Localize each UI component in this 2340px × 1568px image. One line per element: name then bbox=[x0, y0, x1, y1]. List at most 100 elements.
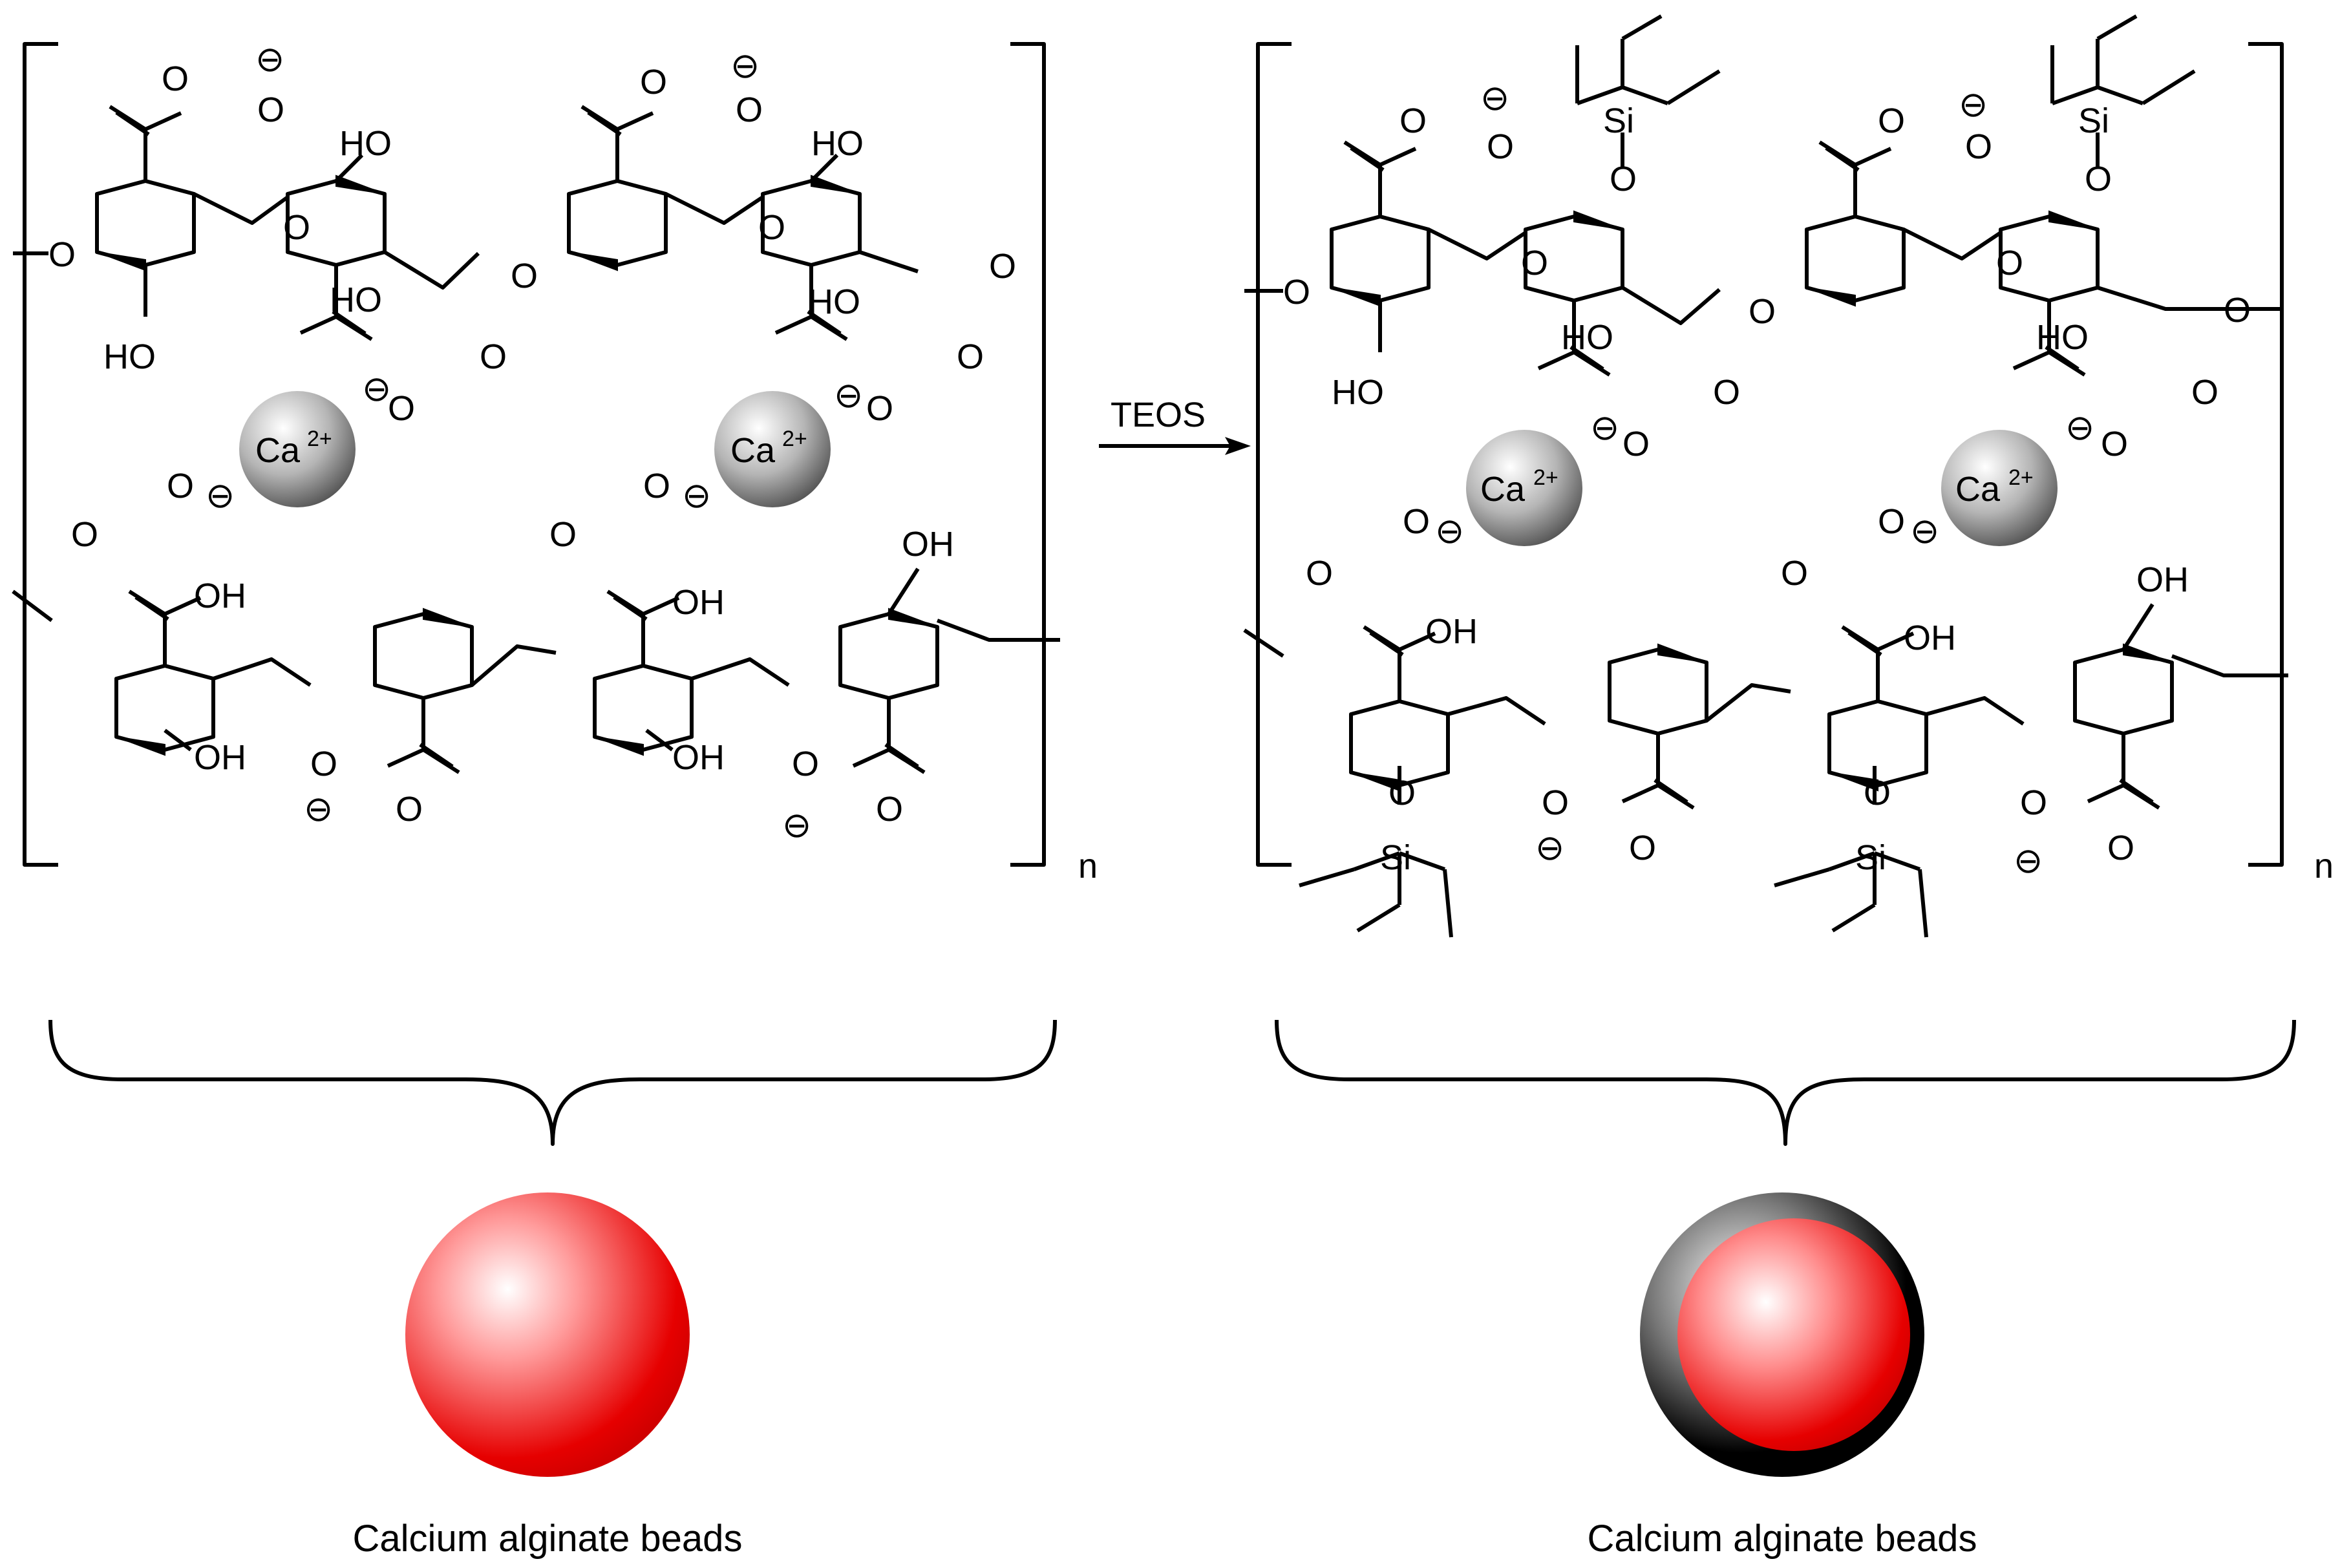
left-oxygen-label: O bbox=[257, 90, 284, 129]
charge-symbol: ⊖ bbox=[1590, 408, 1619, 447]
right-silicon-label: Si bbox=[1603, 101, 1634, 140]
charge-symbol: ⊖ bbox=[1959, 85, 1988, 124]
right-bracket-close bbox=[2248, 42, 2284, 867]
left-bracket-close bbox=[1010, 42, 1046, 867]
charge-symbol: ⊖ bbox=[1480, 79, 1509, 118]
calcium-symbol: Ca bbox=[1480, 470, 1526, 509]
left-oxygen-label: O bbox=[310, 745, 337, 783]
left-hydroxyl-label: OH bbox=[672, 738, 725, 777]
charge-symbol: ⊖ bbox=[304, 790, 333, 829]
right-repeat-n: n bbox=[2314, 847, 2334, 885]
right-oxygen-label: O bbox=[2107, 829, 2134, 867]
right-oxygen-label: O bbox=[2191, 373, 2218, 412]
calcium-charge: 2+ bbox=[307, 427, 332, 451]
calcium-ion-sphere bbox=[714, 391, 831, 507]
right-oxygen-label: O bbox=[1388, 774, 1416, 812]
right-bead bbox=[1640, 1192, 1924, 1477]
right-oxygen-label: O bbox=[1622, 425, 1650, 463]
right-oxygen-label: O bbox=[1996, 244, 2023, 282]
right-oxygen-label: O bbox=[1749, 292, 1776, 331]
left-oxygen-label: O bbox=[758, 208, 785, 247]
right-bracket-open bbox=[1256, 42, 1292, 867]
charge-symbol: ⊖ bbox=[682, 476, 711, 515]
left-hydroxyl-label: OH bbox=[672, 583, 725, 622]
right-oxygen-label: O bbox=[1306, 554, 1333, 593]
left-oxygen-label: O bbox=[480, 337, 507, 376]
right-oxygen-label: O bbox=[1878, 101, 1905, 140]
right-oxygen-label: O bbox=[1781, 554, 1808, 593]
left-oxygen-label: O bbox=[388, 389, 415, 428]
right-silicon-label: Si bbox=[2078, 101, 2109, 140]
right-caption: Calcium alginate beads bbox=[1588, 1518, 1977, 1560]
left-oxygen-label: O bbox=[71, 515, 98, 554]
right-silicon-label: Si bbox=[1855, 838, 1886, 877]
right-oxygen-label: O bbox=[1542, 783, 1569, 822]
right-hydroxyl-label: HO bbox=[1332, 373, 1384, 412]
left-oxygen-label: O bbox=[643, 467, 670, 505]
reaction-arrow: TEOS bbox=[1099, 396, 1251, 455]
right-oxygen-label: O bbox=[1610, 160, 1637, 198]
right-oxygen-label: O bbox=[1399, 101, 1427, 140]
calcium-symbol: Ca bbox=[730, 431, 776, 470]
right-silicon-label: Si bbox=[1380, 838, 1411, 877]
charge-symbol: ⊖ bbox=[1910, 512, 1939, 551]
right-oxygen-label: O bbox=[1283, 273, 1310, 312]
right-oxygen-label: O bbox=[1864, 774, 1891, 812]
left-curly-brace bbox=[48, 1019, 1057, 1146]
charge-symbol: ⊖ bbox=[2014, 842, 2043, 880]
calcium-ion-sphere bbox=[239, 391, 356, 507]
calcium-alginate-core bbox=[1677, 1218, 1910, 1451]
charge-symbol: ⊖ bbox=[834, 376, 863, 415]
left-bracket-open bbox=[23, 42, 58, 867]
charge-symbol: ⊖ bbox=[2065, 408, 2094, 447]
left-caption: Calcium alginate beads bbox=[353, 1518, 743, 1560]
right-hydroxyl-label: OH bbox=[1904, 619, 1956, 657]
left-oxygen-label: O bbox=[511, 257, 538, 295]
left-oxygen-label: O bbox=[167, 467, 194, 505]
left-oxygen-label: O bbox=[640, 63, 667, 101]
charge-symbol: ⊖ bbox=[1535, 829, 1564, 867]
left-oxygen-label: O bbox=[48, 235, 76, 274]
calcium-symbol: Ca bbox=[255, 431, 301, 470]
charge-symbol: ⊖ bbox=[782, 806, 811, 845]
right-oxygen-label: O bbox=[1878, 502, 1905, 541]
charge-symbol: ⊖ bbox=[255, 40, 284, 79]
calcium-charge: 2+ bbox=[1533, 465, 1558, 490]
left-oxygen-label: O bbox=[396, 790, 423, 829]
right-oxygen-label: O bbox=[1521, 244, 1548, 282]
left-hydroxyl-label: HO bbox=[811, 124, 864, 163]
calcium-ion-sphere bbox=[1466, 430, 1582, 546]
right-polymer-structure: n bbox=[1243, 14, 2334, 938]
right-oxygen-label: O bbox=[1629, 829, 1656, 867]
left-hydroxyl-label: HO bbox=[103, 337, 156, 376]
calcium-alginate-bead bbox=[405, 1192, 690, 1477]
left-polymer-structure: n bbox=[12, 42, 1098, 885]
right-hydroxyl-label: OH bbox=[2136, 560, 2189, 599]
right-oxygen-label: O bbox=[1487, 127, 1514, 166]
charge-symbol: ⊖ bbox=[206, 476, 235, 515]
left-oxygen-label: O bbox=[957, 337, 984, 376]
left-oxygen-label: O bbox=[549, 515, 577, 554]
left-calcium-ion-2: Ca 2+ bbox=[714, 391, 831, 507]
left-hydroxyl-label: HO bbox=[339, 124, 392, 163]
left-hydroxyl-label: OH bbox=[194, 577, 246, 615]
left-calcium-ion-1: Ca 2+ bbox=[239, 391, 356, 507]
left-atom-labels: O O O O O HO HO HO HO HO OH OH OH OH OH … bbox=[48, 59, 1016, 829]
charge-symbol: ⊖ bbox=[1435, 512, 1464, 551]
right-oxygen-label: O bbox=[2085, 160, 2112, 198]
charge-symbol: ⊖ bbox=[730, 47, 760, 85]
right-calcium-ion-2: Ca 2+ bbox=[1941, 430, 2058, 546]
right-oxygen-label: O bbox=[1965, 127, 1992, 166]
left-hydroxyl-label: OH bbox=[902, 525, 954, 564]
arrow-head-icon bbox=[1225, 437, 1251, 455]
right-oxygen-label: O bbox=[2020, 783, 2047, 822]
right-atom-labels: O O O O O O O Si Si HO HO HO O O O O O O… bbox=[1283, 101, 2251, 877]
left-repeat-n: n bbox=[1078, 847, 1098, 885]
left-oxygen-label: O bbox=[876, 790, 903, 829]
right-charges: ⊖ ⊖ ⊖ ⊖ ⊖ ⊖ ⊖ ⊖ bbox=[1435, 79, 2094, 880]
calcium-ion-sphere bbox=[1941, 430, 2058, 546]
left-hydroxyl-label: HO bbox=[330, 281, 382, 319]
right-hydroxyl-label: OH bbox=[1425, 612, 1478, 651]
left-oxygen-label: O bbox=[792, 745, 819, 783]
left-charges: ⊖ ⊖ ⊖ ⊖ ⊖ ⊖ ⊖ ⊖ bbox=[206, 40, 863, 845]
